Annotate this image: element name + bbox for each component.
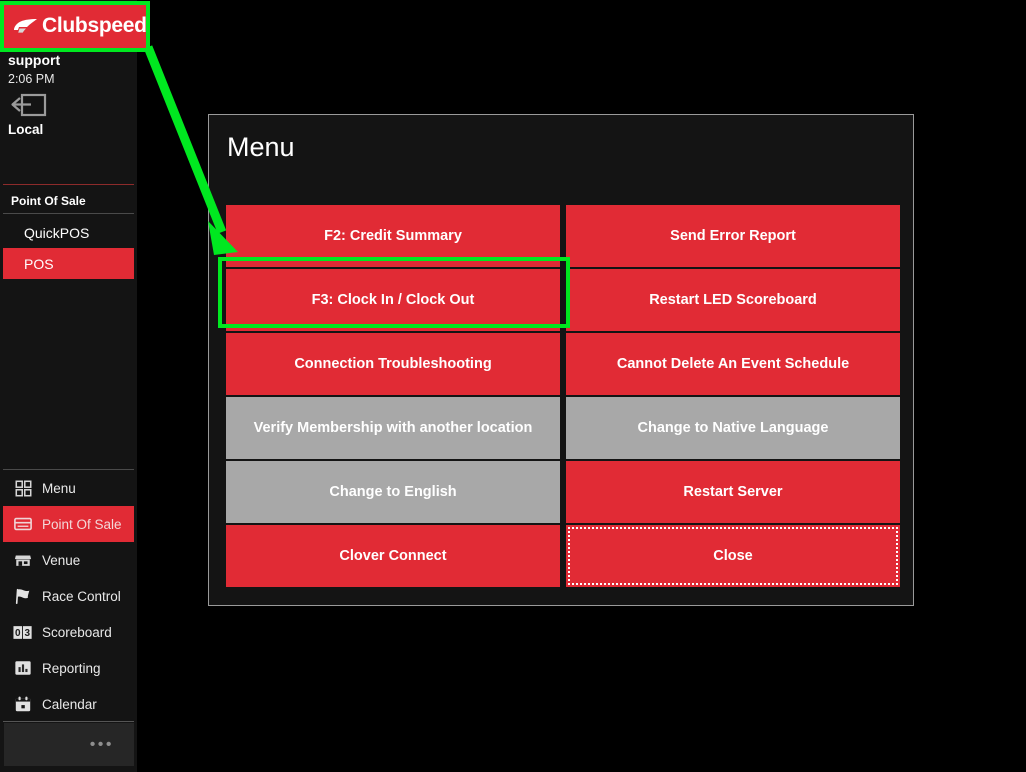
logout-arrow-icon[interactable]: [9, 91, 49, 119]
sidebar-item-venue[interactable]: Venue: [3, 542, 134, 578]
sidebar-item-label: Reporting: [42, 660, 101, 676]
menu-button-restart-led-scoreboard[interactable]: Restart LED Scoreboard: [566, 269, 900, 331]
menu-button-clock-in-clock-out[interactable]: F3: Clock In / Clock Out: [226, 269, 560, 331]
sidebar-item-menu[interactable]: Menu: [3, 470, 134, 506]
menu-button-restart-server[interactable]: Restart Server: [566, 461, 900, 523]
ellipsis-icon: •••: [89, 735, 114, 753]
sidebar-item-pos[interactable]: POS: [3, 248, 134, 279]
sidebar-item-label: Scoreboard: [42, 624, 112, 640]
sidebar-more-button[interactable]: •••: [4, 723, 134, 766]
sidebar-item-reporting[interactable]: Reporting: [3, 650, 134, 686]
scoreboard-digits-icon: 0 3: [13, 622, 33, 642]
store-icon: [13, 550, 33, 570]
menu-button-credit-summary[interactable]: F2: Credit Summary: [226, 205, 560, 267]
menu-button-change-to-english[interactable]: Change to English: [226, 461, 560, 523]
svg-text:3: 3: [24, 628, 30, 639]
sidebar-item-label: Point Of Sale: [42, 516, 122, 532]
credit-card-icon: [13, 514, 33, 534]
menu-dialog: Menu F2: Credit Summary Send Error Repor…: [208, 114, 914, 606]
clubspeed-logo[interactable]: Clubspeed: [2, 4, 147, 48]
sidebar-item-point-of-sale[interactable]: Point Of Sale: [3, 506, 134, 542]
grid-icon: [13, 478, 33, 498]
page-title: Menu: [227, 132, 295, 162]
sidebar-item-label: Venue: [42, 552, 81, 568]
svg-text:0: 0: [15, 628, 21, 639]
sidebar-item-quickpos[interactable]: QuickPOS: [3, 217, 134, 248]
section-title: Point Of Sale: [11, 194, 86, 208]
sidebar-item-label: Race Control: [42, 588, 121, 604]
calendar-icon: [13, 694, 33, 714]
menu-button-send-error-report[interactable]: Send Error Report: [566, 205, 900, 267]
sidebar-item-calendar[interactable]: Calendar: [3, 686, 134, 722]
flag-icon: [13, 586, 33, 606]
sidebar-item-label: Menu: [42, 480, 76, 496]
more-divider: [3, 721, 134, 722]
sidebar-item-race-control[interactable]: Race Control: [3, 578, 134, 614]
sidebar-item-label: POS: [24, 255, 54, 272]
current-time: 2:06 PM: [8, 72, 55, 86]
location-label: Local: [8, 122, 44, 137]
menu-button-close[interactable]: Close: [566, 525, 900, 587]
sidebar-item-label: Calendar: [42, 696, 97, 712]
menu-button-cannot-delete-event-schedule[interactable]: Cannot Delete An Event Schedule: [566, 333, 900, 395]
menu-button-change-to-native-language[interactable]: Change to Native Language: [566, 397, 900, 459]
bar-chart-icon: [13, 658, 33, 678]
clubspeed-swoosh-icon: [14, 19, 37, 33]
sidebar-item-label: QuickPOS: [24, 224, 90, 241]
clubspeed-logo-text: Clubspeed: [42, 14, 147, 37]
menu-button-clover-connect[interactable]: Clover Connect: [226, 525, 560, 587]
menu-button-connection-troubleshooting[interactable]: Connection Troubleshooting: [226, 333, 560, 395]
user-name: support: [8, 52, 61, 68]
menu-button-grid: F2: Credit Summary Send Error Report F3:…: [226, 205, 900, 587]
menu-button-verify-membership[interactable]: Verify Membership with another location: [226, 397, 560, 459]
sidebar: Clubspeed support 2:06 PM Local Point Of…: [0, 0, 147, 772]
section-divider-bottom: [3, 213, 134, 214]
section-divider-top: [3, 184, 134, 185]
nav-divider: [3, 469, 134, 470]
sidebar-item-scoreboard[interactable]: 0 3 Scoreboard: [3, 614, 134, 650]
